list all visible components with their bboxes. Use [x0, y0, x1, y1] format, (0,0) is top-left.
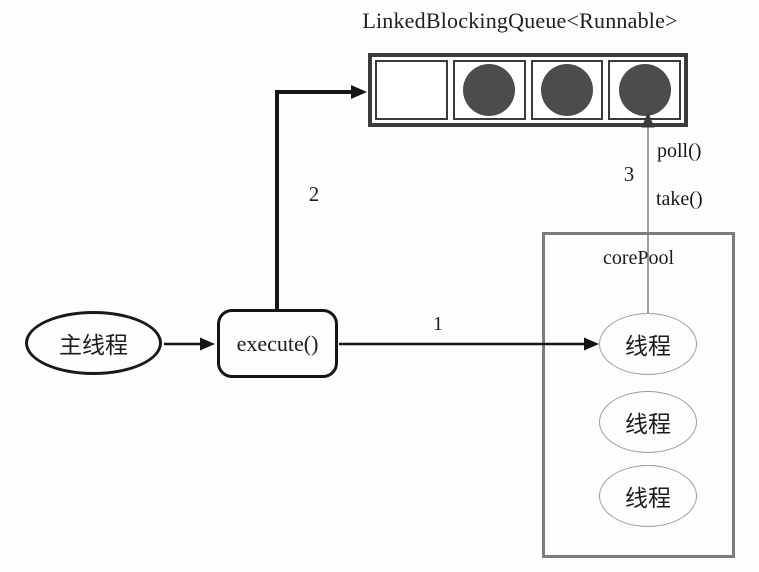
step-2-label: 2	[308, 182, 320, 206]
queue-title: LinkedBlockingQueue<Runnable>	[362, 8, 678, 33]
main-thread-node: 主线程	[25, 311, 162, 375]
main-thread-label: 主线程	[59, 333, 128, 358]
execute-label: execute()	[236, 330, 319, 356]
core-pool-label: corePool	[602, 247, 675, 269]
thread-node: 线程	[599, 465, 697, 527]
queue-cell	[375, 60, 448, 120]
task-circle	[618, 64, 671, 116]
thread-label: 线程	[625, 334, 671, 359]
thread-label: 线程	[625, 486, 671, 511]
task-circle	[540, 64, 593, 116]
thread-label: 线程	[625, 412, 671, 437]
blocking-queue	[368, 53, 688, 127]
poll-label: poll()	[657, 140, 702, 162]
step-3-label: 3	[623, 162, 635, 186]
step-1-label: 1	[433, 313, 443, 335]
execute-node: execute()	[217, 309, 338, 378]
task-circle	[463, 64, 516, 116]
core-pool-box: corePool 线程 线程 线程	[542, 232, 735, 558]
queue-cell	[530, 60, 604, 120]
queue-cell	[608, 60, 681, 120]
arrow-main-to-execute	[164, 337, 215, 351]
thread-node: 线程	[599, 313, 697, 375]
thread-node: 线程	[599, 391, 697, 453]
queue-cell	[452, 60, 526, 120]
take-label: take()	[656, 188, 703, 210]
